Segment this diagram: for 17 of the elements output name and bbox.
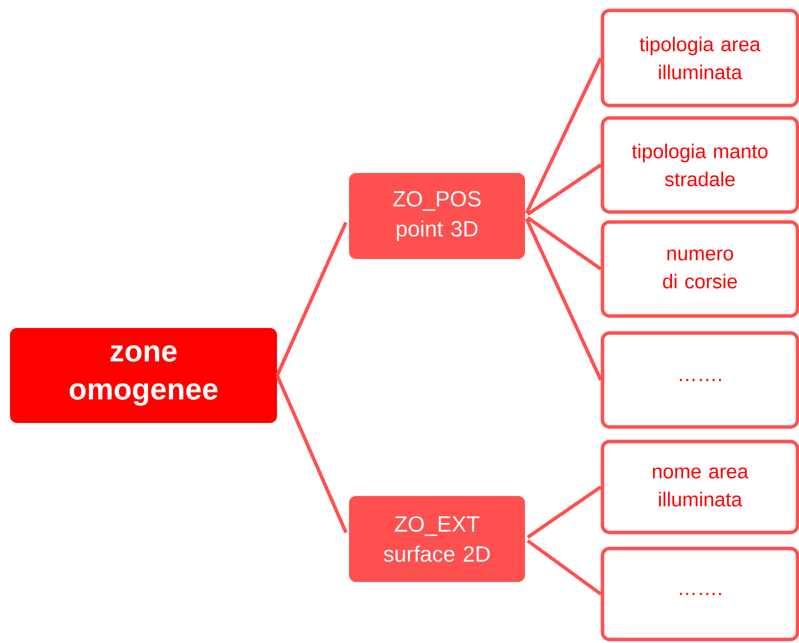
attribute-box: nome area illuminata xyxy=(600,440,799,534)
connector-line xyxy=(276,374,348,534)
attribute-box: tipologia area illuminata xyxy=(600,8,799,108)
connector-line xyxy=(524,218,602,381)
attribute-box: ……. xyxy=(600,331,799,429)
connector-line xyxy=(276,222,348,376)
connector-line xyxy=(524,57,602,214)
attribute-box: tipologia manto stradale xyxy=(600,116,799,214)
root-box: zone omogenee xyxy=(10,328,277,423)
connector-line xyxy=(526,216,602,270)
connector-line xyxy=(526,539,602,596)
category-box: ZO_POS point 3D xyxy=(349,173,525,259)
attribute-box: numero di corsie xyxy=(600,220,799,318)
attribute-box: ……. xyxy=(600,546,799,642)
connector-line xyxy=(526,164,602,216)
category-box: ZO_EXT surface 2D xyxy=(349,496,525,582)
connector-line xyxy=(526,486,602,539)
